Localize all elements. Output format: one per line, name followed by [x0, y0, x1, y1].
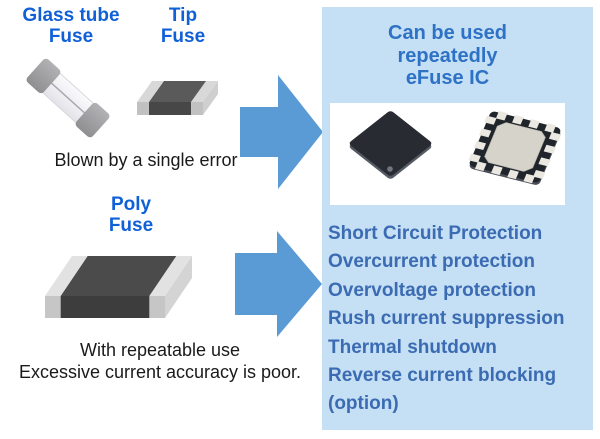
- arrow-right-icon: [240, 75, 323, 189]
- tip-fuse-label: Tip Fuse: [160, 5, 206, 47]
- poly-fuse-label: Poly Fuse: [108, 194, 154, 236]
- tip-fuse-image: [137, 81, 218, 115]
- arrow-right-icon: [235, 231, 322, 337]
- poly-fuse-chip: [45, 256, 192, 318]
- feature-line: Rush current suppression: [328, 308, 565, 330]
- feature-line: (option): [328, 393, 399, 415]
- thermal-pad: [484, 122, 546, 172]
- glass-tube-fuse-label: Glass tube Fuse: [22, 5, 120, 47]
- efuse-ic-images: [349, 110, 562, 185]
- tip-fuse-chip: [137, 81, 218, 115]
- feature-line: Reverse current blocking: [328, 365, 557, 387]
- glass-tube-fuse-image: [26, 58, 110, 138]
- left-cap: [26, 58, 61, 94]
- poly-fuse-image: [45, 256, 192, 318]
- efuse-panel: Can be used repeatedly eFuse IC: [322, 7, 593, 430]
- pin1-marker-dot: [387, 166, 393, 172]
- efuse-ic-photo-box: [330, 103, 565, 205]
- feature-line: Overcurrent protection: [328, 251, 535, 273]
- blown-caption: Blown by a single error: [54, 150, 238, 170]
- feature-line: Thermal shutdown: [328, 336, 497, 358]
- right-cap: [75, 102, 110, 138]
- feature-line: Short Circuit Protection: [328, 223, 543, 244]
- feature-line: Overvoltage protection: [328, 279, 536, 301]
- efuse-ic-bottom-image: [468, 110, 562, 185]
- repeatable-caption: With repeatable use Excessive current ac…: [18, 340, 302, 382]
- panel-heading: Can be used repeatedly eFuse IC: [388, 22, 507, 89]
- fuse-wire: [49, 81, 87, 115]
- efuse-ic-top-image: [349, 111, 432, 179]
